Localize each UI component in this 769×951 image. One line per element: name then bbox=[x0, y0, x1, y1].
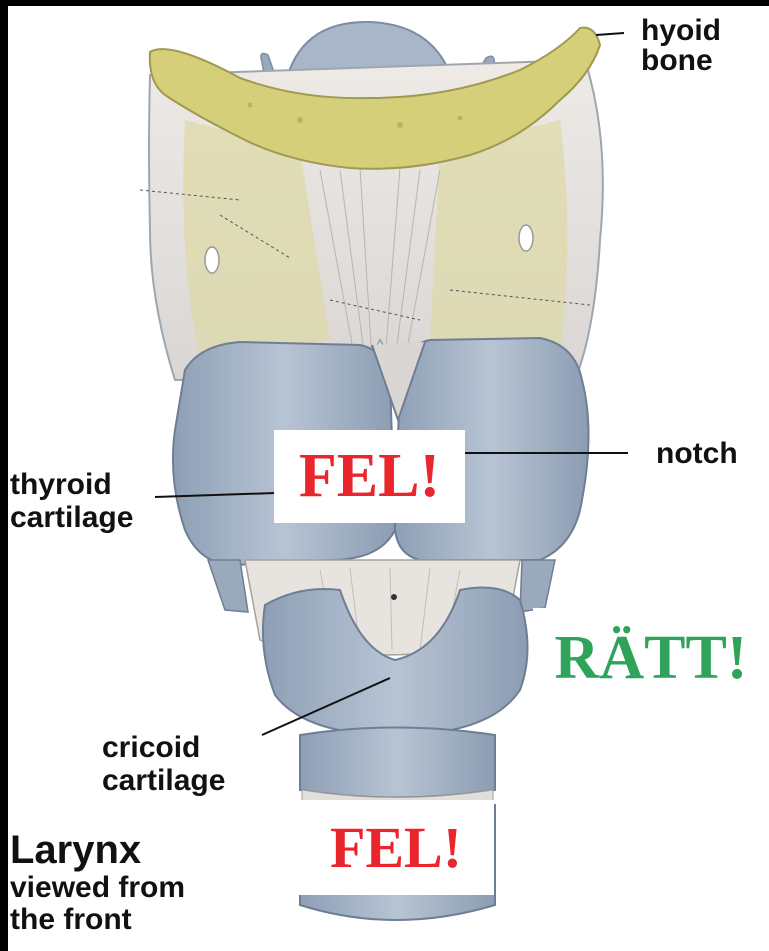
thyroid-cartilage-label-line2: cartilage bbox=[10, 501, 133, 535]
right-inferior-horn bbox=[520, 560, 555, 612]
hyoid-bone-label-line1: hyoid bbox=[641, 14, 721, 48]
cricoid-cartilage-label-line2: cartilage bbox=[102, 764, 225, 798]
wrong-stamp-thyroid: FEL! bbox=[274, 430, 465, 523]
hyoid-bone-label-line2: bone bbox=[641, 44, 713, 78]
caption-line2: viewed from bbox=[10, 871, 185, 905]
correct-stamp: RÄTT! bbox=[533, 608, 769, 708]
left-foramen bbox=[205, 247, 219, 273]
thyroid-cartilage-label-line1: thyroid bbox=[10, 468, 112, 502]
trachea-ring-1 bbox=[300, 728, 495, 798]
notch-label: notch bbox=[656, 437, 738, 471]
caption-line3: the front bbox=[10, 903, 132, 937]
left-inferior-horn bbox=[208, 560, 248, 612]
caption-title: Larynx bbox=[10, 828, 141, 872]
wrong-stamp-trachea: FEL! bbox=[298, 800, 494, 895]
right-foramen bbox=[519, 225, 533, 251]
cricoid-cartilage-label-line1: cricoid bbox=[102, 731, 200, 765]
